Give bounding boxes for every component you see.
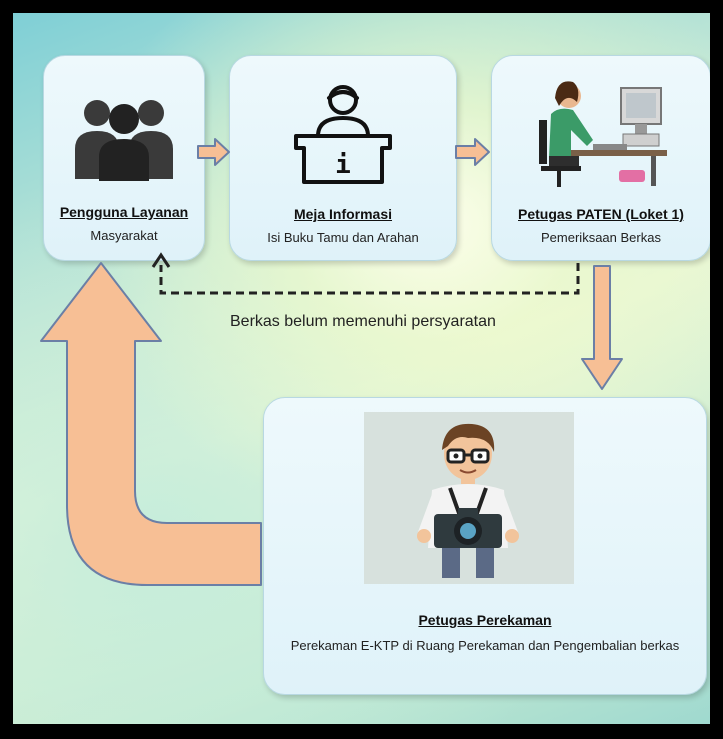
people-group-icon: [75, 100, 173, 181]
node-subtitle: Masyarakat: [90, 228, 158, 243]
dashed-return-arrow: [151, 252, 580, 295]
arrow-right-icon: [455, 138, 490, 166]
return-note-label: Berkas belum memenuhi persyaratan: [230, 313, 496, 330]
node-title: Petugas PATEN (Loket 1): [518, 206, 684, 222]
node-subtitle: Isi Buku Tamu dan Arahan: [267, 230, 419, 245]
node-title: Pengguna Layanan: [59, 204, 189, 220]
big-return-arrow: [40, 262, 262, 586]
node-title: Petugas Perekaman: [418, 612, 552, 628]
node-subtitle: Pemeriksaan Berkas: [541, 230, 661, 245]
node-pengguna-layanan: Pengguna Layanan Masyarakat: [43, 55, 205, 261]
info-desk-icon: i: [294, 85, 392, 184]
node-title: Meja Informasi: [293, 206, 393, 222]
officer-computer-icon: [539, 81, 667, 187]
node-subtitle: Perekaman E-KTP di Ruang Perekaman dan P…: [290, 638, 680, 653]
arrow-right-icon: [197, 138, 230, 166]
node-petugas-perekaman: Petugas Perekaman Perekaman E-KTP di Rua…: [263, 397, 707, 695]
node-petugas-paten: Petugas PATEN (Loket 1) Pemeriksaan Berk…: [491, 55, 710, 261]
node-meja-informasi: i Meja Informasi Isi Buku Tamu dan Araha…: [229, 55, 457, 261]
photographer-icon: [364, 412, 574, 584]
svg-text:i: i: [335, 150, 351, 180]
arrow-down-icon: [581, 265, 623, 390]
